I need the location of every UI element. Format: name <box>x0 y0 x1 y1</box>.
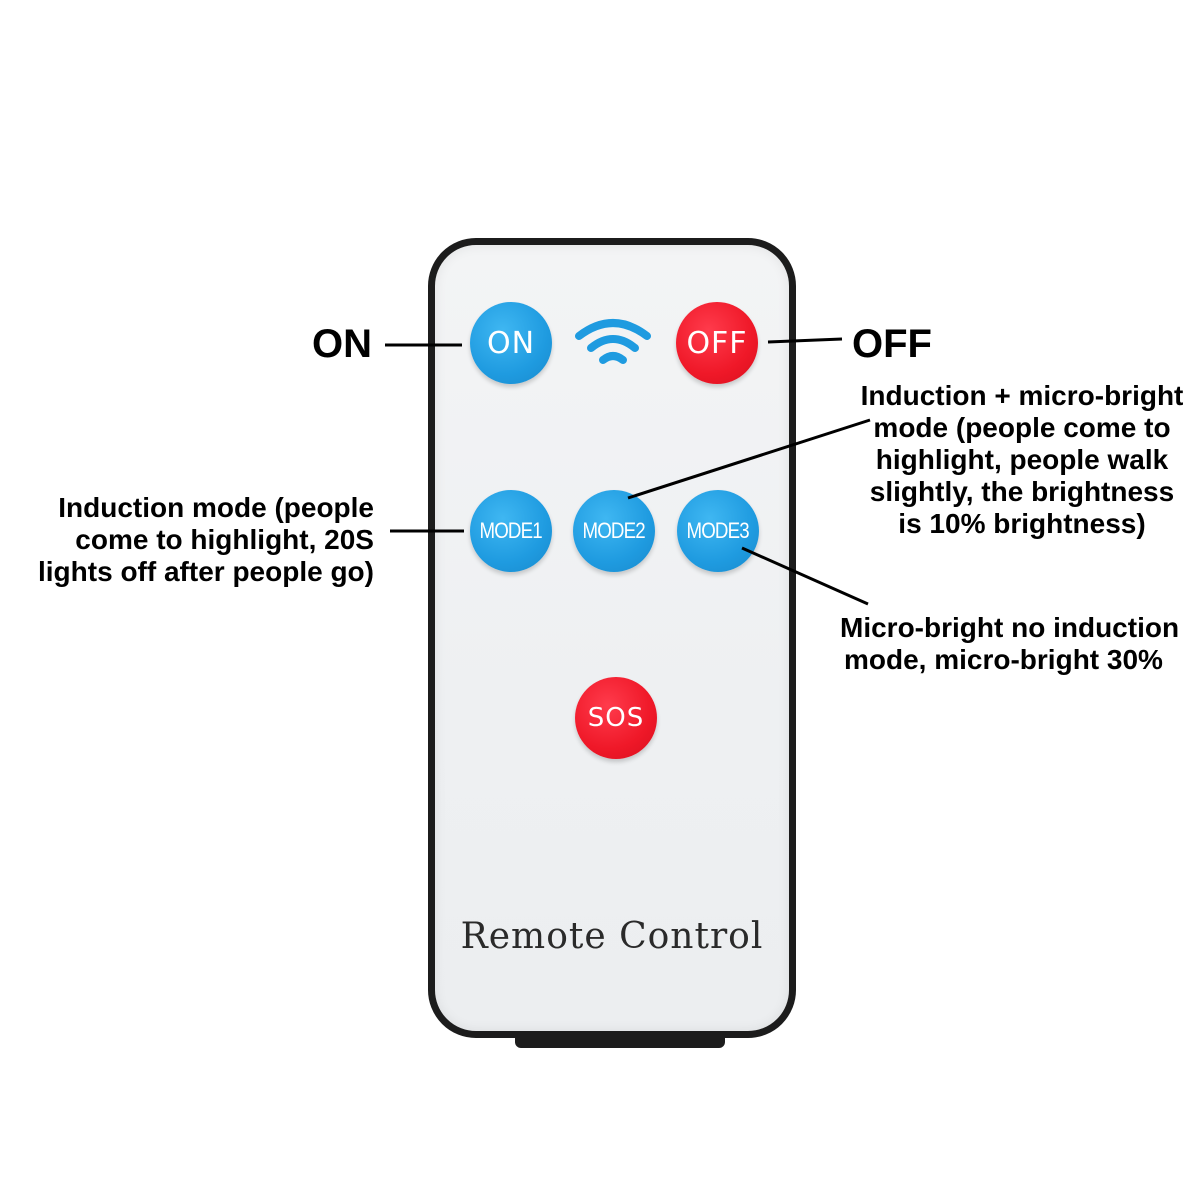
mode2-callout: Induction + micro-bright mode (people co… <box>848 380 1196 540</box>
on-button-label: ON <box>486 325 536 361</box>
mode3-callout: Micro-bright no induction mode, micro-br… <box>840 612 1198 676</box>
mode1-callout-line: come to highlight, 20S <box>75 524 374 555</box>
sos-button[interactable]: SOS <box>575 677 657 759</box>
mode2-button[interactable]: MODE2 <box>573 490 655 572</box>
mode2-callout-line: highlight, people walk <box>875 444 1169 475</box>
remote-battery-tab <box>515 1036 725 1048</box>
off-button[interactable]: OFF <box>676 302 758 384</box>
mode3-button[interactable]: MODE3 <box>677 490 759 572</box>
mode1-callout-line: lights off after people go) <box>38 556 374 587</box>
mode1-button[interactable]: MODE1 <box>470 490 552 572</box>
sos-button-label: SOS <box>587 703 645 733</box>
mode2-callout-line: mode (people come to <box>873 412 1171 443</box>
mode2-button-label: MODE2 <box>582 518 646 543</box>
mode3-callout-line: Micro-bright no induction <box>840 612 1180 643</box>
mode1-callout-line: Induction mode (people <box>58 492 374 523</box>
mode2-callout-line: Induction + micro-bright <box>860 380 1184 411</box>
off-button-label: OFF <box>686 325 748 361</box>
mode3-button-label: MODE3 <box>686 518 750 543</box>
wifi-signal-icon <box>575 319 651 364</box>
mode1-callout: Induction mode (people come to highlight… <box>14 492 374 588</box>
on-callout: ON <box>312 322 372 366</box>
remote-brand-label: Remote Control <box>460 916 764 957</box>
mode1-button-label: MODE1 <box>479 518 543 543</box>
mode3-callout-line: mode, micro-bright 30% <box>844 644 1163 675</box>
off-callout: OFF <box>852 322 932 366</box>
mode2-callout-line: slightly, the brightness <box>869 476 1175 507</box>
on-button[interactable]: ON <box>470 302 552 384</box>
mode2-callout-line: is 10% brightness) <box>898 508 1146 539</box>
